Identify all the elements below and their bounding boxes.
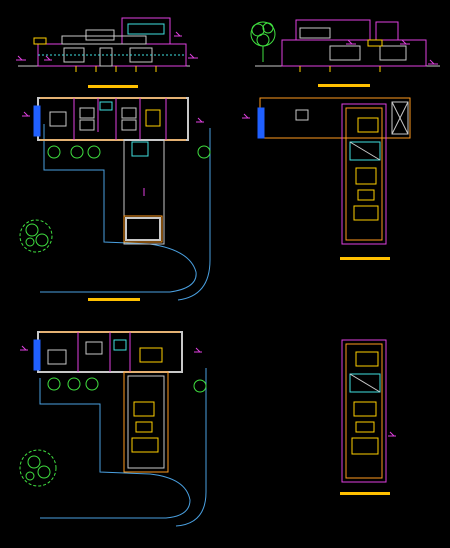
bed (85, 341, 103, 355)
entry-canopy (367, 39, 383, 47)
dining-table (357, 117, 379, 133)
tower-inner (345, 107, 383, 241)
drawing-title-bar (88, 85, 138, 88)
north-arrow-icon (22, 111, 204, 123)
bed (47, 349, 67, 365)
void (295, 109, 309, 121)
drawing-title-bar (88, 298, 140, 301)
bed (49, 111, 67, 127)
window-band (299, 27, 331, 39)
door-opening (99, 47, 113, 67)
sofa (133, 401, 155, 417)
tower-wall (341, 339, 387, 483)
entry-canopy (33, 37, 47, 45)
skylight-cross (391, 101, 409, 135)
bed (79, 107, 95, 119)
drive-edge (175, 368, 207, 527)
glass-wall (257, 107, 265, 139)
table (355, 421, 375, 433)
level-marker-icon (346, 39, 438, 65)
drive-edge (177, 128, 211, 301)
table (135, 421, 153, 433)
tree-icon (250, 21, 276, 62)
upper-window (127, 23, 165, 35)
stair-cross (349, 373, 381, 393)
dining-table (355, 351, 379, 367)
north-arrow-icon (20, 345, 202, 353)
parapet (61, 35, 147, 45)
drawing-title-bar (340, 492, 390, 495)
window-opening (379, 45, 407, 61)
pier-footings (299, 66, 381, 72)
side-elevation (250, 19, 440, 87)
bed (121, 107, 137, 119)
skylight (391, 101, 409, 135)
pool (125, 217, 161, 241)
tree-icon (19, 449, 57, 487)
sofa (355, 167, 377, 185)
wing-inner (127, 375, 165, 469)
stair-cross (349, 141, 381, 161)
wing-wall (123, 139, 165, 245)
drawing-title-bar (340, 257, 390, 260)
stair (349, 141, 381, 161)
roof-level-plan (242, 97, 411, 260)
bath-fixture (99, 101, 113, 111)
window-opening (329, 45, 361, 61)
bath-fixture (113, 339, 127, 351)
site-boundary (39, 378, 191, 519)
glass-wall (33, 339, 41, 371)
wing-wall (123, 371, 169, 473)
tree-icon (19, 219, 53, 253)
stair (131, 141, 149, 157)
dining-table (145, 109, 161, 127)
glass-wall (33, 105, 41, 137)
ground-floor-plan-lower (19, 331, 207, 527)
front-elevation (16, 17, 198, 88)
window-band (85, 29, 115, 41)
sofa (353, 401, 377, 417)
drawing-title-bar (318, 84, 370, 87)
level-marker-icon (388, 431, 396, 437)
stair (349, 373, 381, 393)
tower-inner (345, 343, 383, 479)
tower-wall (341, 103, 387, 245)
tower-volume (375, 21, 399, 41)
shrub-icon (47, 377, 207, 393)
pier-footings (75, 66, 157, 72)
pool-edge (123, 215, 163, 243)
sofa (353, 205, 379, 221)
dining-table (139, 347, 163, 363)
sofa (351, 437, 379, 455)
upper-floor-plan (340, 339, 396, 495)
bed (79, 119, 95, 131)
shrub-icon (47, 145, 211, 159)
level-marker-icon (16, 31, 198, 61)
level-marker-icon (242, 113, 250, 119)
table (357, 189, 375, 201)
bed (121, 119, 137, 131)
upper-volume (295, 19, 371, 41)
ground-floor-plan-upper (19, 97, 211, 301)
sofa (131, 437, 159, 453)
